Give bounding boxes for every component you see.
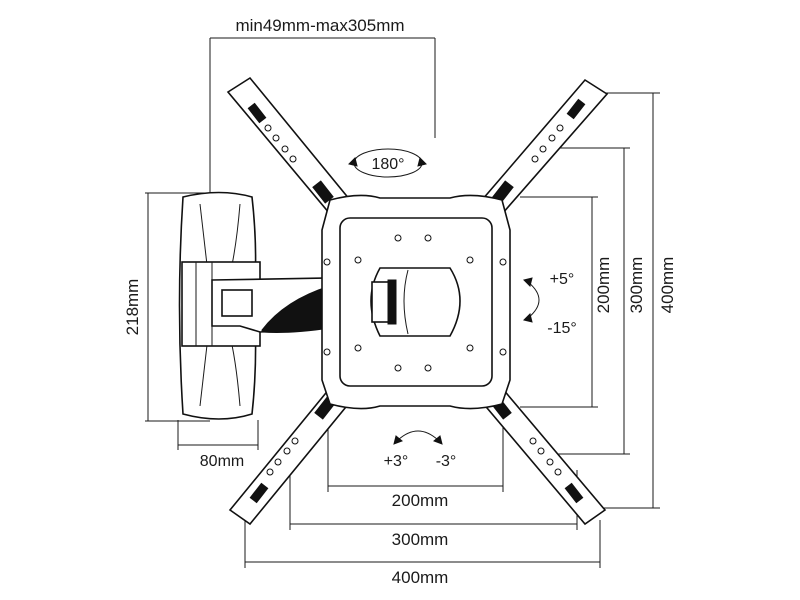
arm-bottom-right xyxy=(480,386,607,526)
label-horizontal-300: 300mm xyxy=(392,530,449,549)
motion-arrows xyxy=(348,148,540,445)
label-rotation: 180° xyxy=(371,156,404,173)
label-height-218: 218mm xyxy=(123,279,142,336)
label-top-range: min49mm-max305mm xyxy=(235,16,404,35)
label-tilt-down: -15° xyxy=(547,320,577,337)
label-tilt-up: +5° xyxy=(550,271,575,288)
label-vertical-300: 300mm xyxy=(627,257,646,314)
dimension-lines xyxy=(145,37,660,568)
label-depth-80: 80mm xyxy=(200,453,244,470)
swing-arm xyxy=(211,277,331,333)
label-swivel-left: +3° xyxy=(384,453,409,470)
center-plate xyxy=(321,194,511,410)
arm-top-right xyxy=(480,78,609,216)
label-swivel-right: -3° xyxy=(436,453,457,470)
label-horizontal-400: 400mm xyxy=(392,568,449,587)
label-vertical-400: 400mm xyxy=(658,257,677,314)
label-vertical-200: 200mm xyxy=(594,257,613,314)
label-horizontal-200: 200mm xyxy=(392,491,449,510)
dimension-labels: min49mm-max305mm 180° 218mm 80mm +5° -15… xyxy=(123,16,677,587)
arm-top-left xyxy=(226,76,352,216)
